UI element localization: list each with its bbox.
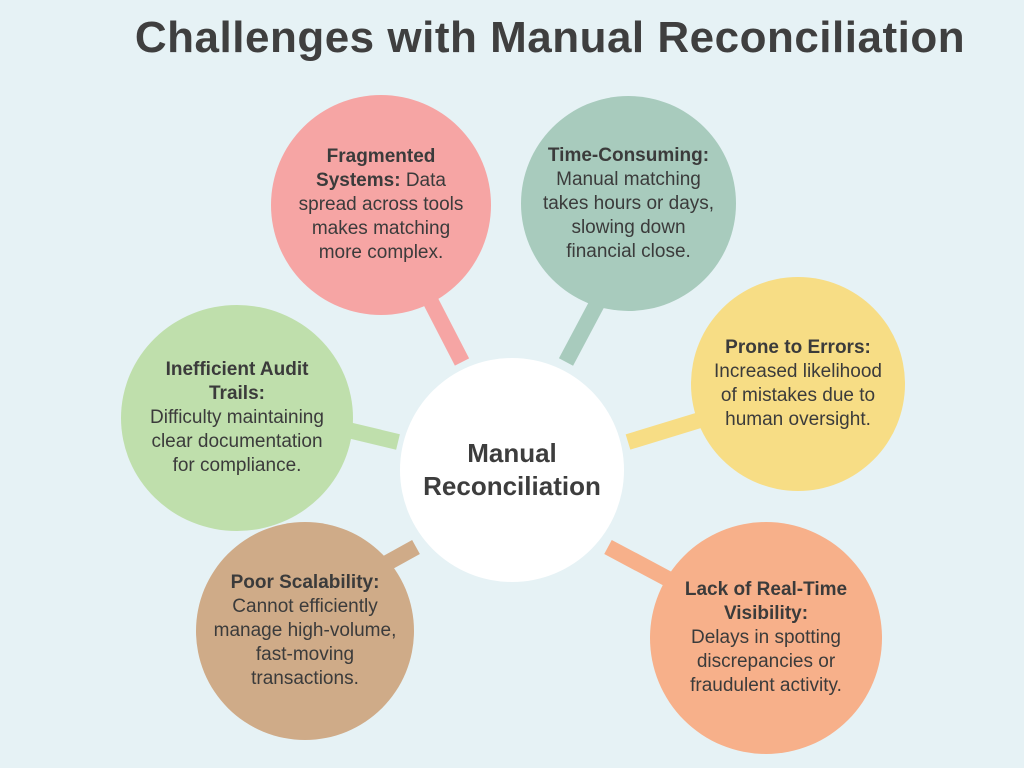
bubble-inefficient-audit-trails: Inefficient Audit Trails:Difficulty main… [121,305,353,531]
connector-audit [346,422,400,450]
body-scalability: Cannot efficiently manage high-volume, f… [213,596,397,689]
connector-time [558,294,608,366]
page-title: Challenges with Manual Reconciliation [134,13,966,62]
body-fragmented: Data spread across tools makes matching … [298,170,464,263]
bubble-prone-to-errors: Prone to Errors: Increased likelihood of … [691,277,905,491]
connector-fragmented [422,296,470,366]
heading-fragmented: Fragmented Systems: [316,146,436,191]
heading-time: Time-Consuming: [547,144,710,166]
bubble-poor-scalability: Poor Scalability: Cannot efficiently mana… [196,522,414,740]
bubble-fragmented-systems: Fragmented Systems: Data spread across t… [271,95,491,315]
body-time: Manual matching takes hours or days, slo… [542,168,715,262]
heading-scalability: Poor Scalability: [230,572,380,593]
heading-audit: Inefficient Audit Trails: [165,359,309,404]
bubble-time-consuming: Time-Consuming:Manual matching takes hou… [521,96,736,311]
body-visibility: Delays in spotting discrepancies or frau… [690,627,842,696]
center-line2: Reconciliation [423,471,601,501]
body-errors: Increased likelihood of mistakes due to … [714,361,882,430]
heading-errors: Prone to Errors: [725,337,871,358]
heading-visibility: Lack of Real-Time Visibility: [684,579,848,624]
connector-visibility [604,539,674,588]
connector-errors [625,412,703,450]
bubble-lack-of-visibility: Lack of Real-Time Visibility:Delays in s… [650,522,882,754]
body-audit: Difficulty maintaining clear documentati… [150,407,324,476]
center-line1: Manual [467,438,557,468]
